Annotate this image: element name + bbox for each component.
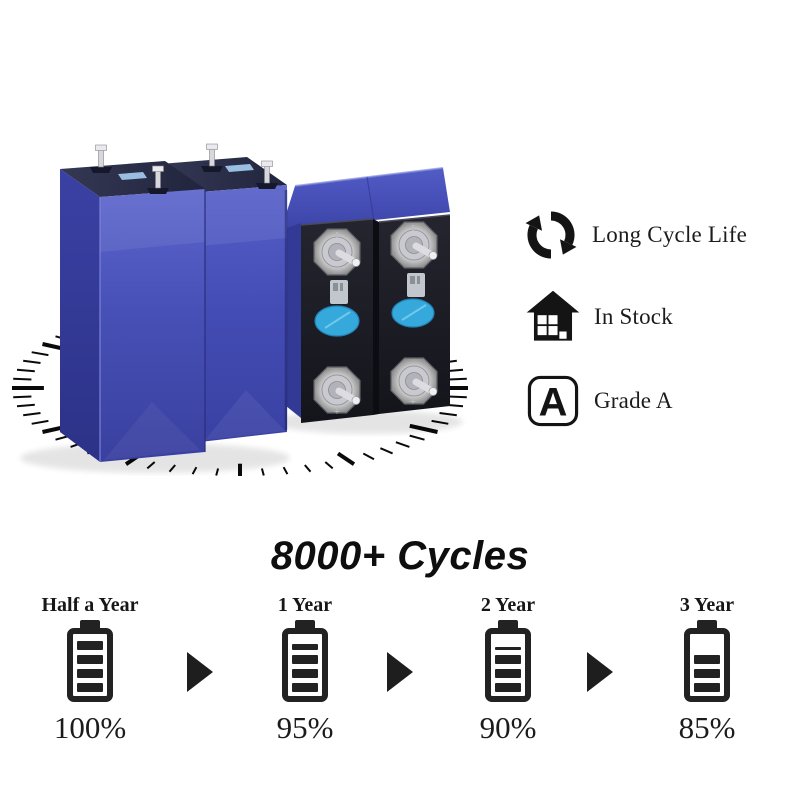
warehouse-icon (526, 290, 580, 341)
feature-label: In Stock (594, 304, 673, 329)
battery-cell-group-right: + + (281, 167, 451, 423)
feature-label: Grade A (594, 388, 673, 413)
feature-long-cycle-life: Long Cycle Life (522, 206, 747, 264)
battery-photo: + + (12, 143, 468, 476)
step-value: 95% (276, 710, 334, 745)
timeline-step: 3 Year 85% (632, 594, 782, 746)
battery-level-icon (485, 620, 531, 702)
cycles-title: 8000+ Cycles (270, 534, 530, 578)
step-value: 100% (53, 710, 127, 745)
battery-level-icon (282, 620, 328, 702)
polarity-plus-mark: + (334, 406, 340, 418)
vent-sticker (118, 172, 147, 180)
battery-level-icon (67, 620, 113, 702)
cycle-arrows-icon (525, 211, 577, 259)
feature-label: Long Cycle Life (592, 222, 748, 247)
step-value: 85% (678, 710, 736, 745)
timeline-step: 1 Year 95% (230, 594, 380, 746)
step-label: 3 Year (679, 594, 735, 616)
svg-text:A: A (539, 381, 568, 425)
polarity-plus-mark: + (410, 396, 416, 408)
grade-a-badge-icon: A (527, 375, 579, 427)
qr-label (330, 280, 348, 304)
qr-label (407, 273, 425, 297)
vent-sticker (225, 164, 254, 172)
feature-in-stock: In Stock (524, 288, 673, 346)
step-label: Half a Year (41, 594, 139, 616)
feature-grade-a: A Grade A (524, 372, 673, 430)
timeline-step: 2 Year 90% (433, 594, 583, 746)
timeline-step: Half a Year 100% (15, 594, 165, 746)
right-arrow-icon (187, 652, 213, 692)
step-value: 90% (479, 710, 537, 745)
battery-level-icon (684, 620, 730, 702)
step-label: 1 Year (277, 594, 333, 616)
right-arrow-icon (587, 652, 613, 692)
terminal-stud-icon (200, 143, 224, 173)
battery-cell-1 (60, 144, 206, 462)
right-arrow-icon (387, 652, 413, 692)
terminal-stud-icon (89, 144, 113, 174)
step-label: 2 Year (480, 594, 536, 616)
